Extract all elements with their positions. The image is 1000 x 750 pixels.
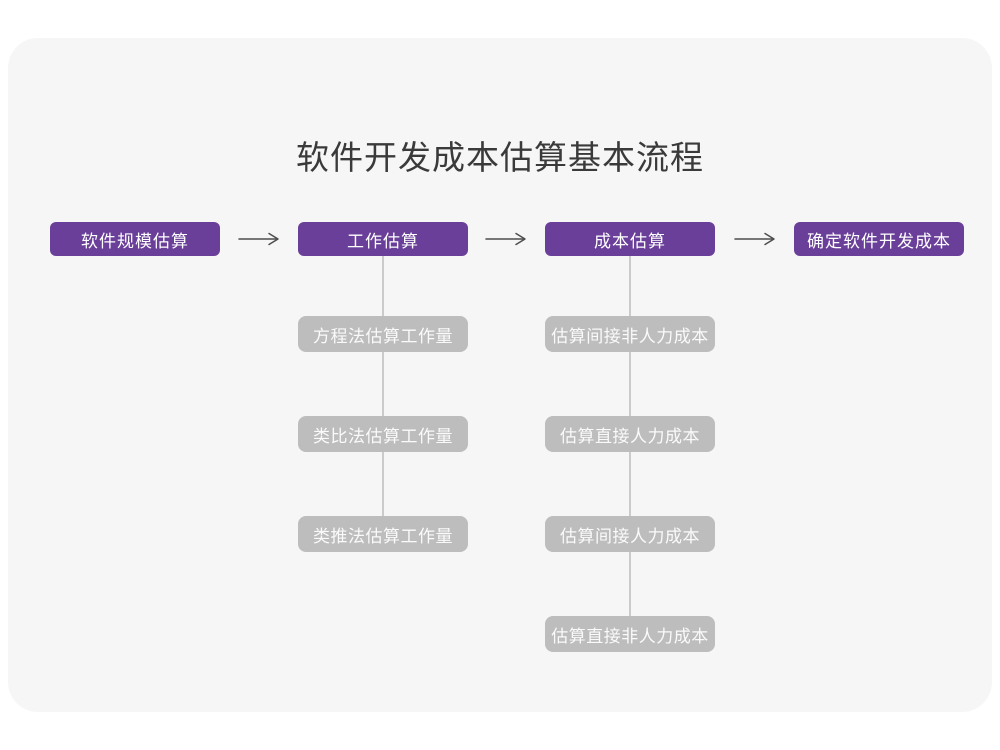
arrow-right-icon xyxy=(734,232,775,246)
flowchart-card: 软件开发成本估算基本流程 软件规模估算 工作估算 成本估算 确定软件开发成本 xyxy=(8,38,992,712)
sub-box-label: 估算间接非人力成本 xyxy=(551,326,709,346)
arrow-right-icon xyxy=(238,232,279,246)
sub-box-label: 估算间接人力成本 xyxy=(560,526,700,546)
sub-box-indirect-nonlabor-cost: 估算间接非人力成本 xyxy=(545,316,715,352)
sub-box-label: 类推法估算工作量 xyxy=(313,526,453,546)
sub-box-analogy-method: 类比法估算工作量 xyxy=(298,416,468,452)
sub-box-label: 估算直接人力成本 xyxy=(560,426,700,446)
arrow-right-icon xyxy=(485,232,526,246)
step-work-estimation: 工作估算 xyxy=(298,222,468,256)
diagram-title: 软件开发成本估算基本流程 xyxy=(296,139,704,176)
sub-box-extrapolation-method: 类推法估算工作量 xyxy=(298,516,468,552)
sub-box-equation-method: 方程法估算工作量 xyxy=(298,316,468,352)
step-label: 软件规模估算 xyxy=(81,231,189,251)
sub-box-indirect-labor-cost: 估算间接人力成本 xyxy=(545,516,715,552)
sub-box-label: 估算直接非人力成本 xyxy=(551,626,709,646)
step-label: 成本估算 xyxy=(594,231,666,251)
step-label: 确定软件开发成本 xyxy=(807,231,951,251)
sub-box-label: 类比法估算工作量 xyxy=(313,426,453,446)
step-label: 工作估算 xyxy=(347,231,419,251)
step-cost-estimation: 成本估算 xyxy=(545,222,715,256)
connector-line-work-estimation xyxy=(382,256,384,516)
sub-box-direct-labor-cost: 估算直接人力成本 xyxy=(545,416,715,452)
sub-box-direct-nonlabor-cost: 估算直接非人力成本 xyxy=(545,616,715,652)
step-determine-development-cost: 确定软件开发成本 xyxy=(794,222,964,256)
step-software-scale-estimation: 软件规模估算 xyxy=(50,222,220,256)
sub-box-label: 方程法估算工作量 xyxy=(313,326,453,346)
